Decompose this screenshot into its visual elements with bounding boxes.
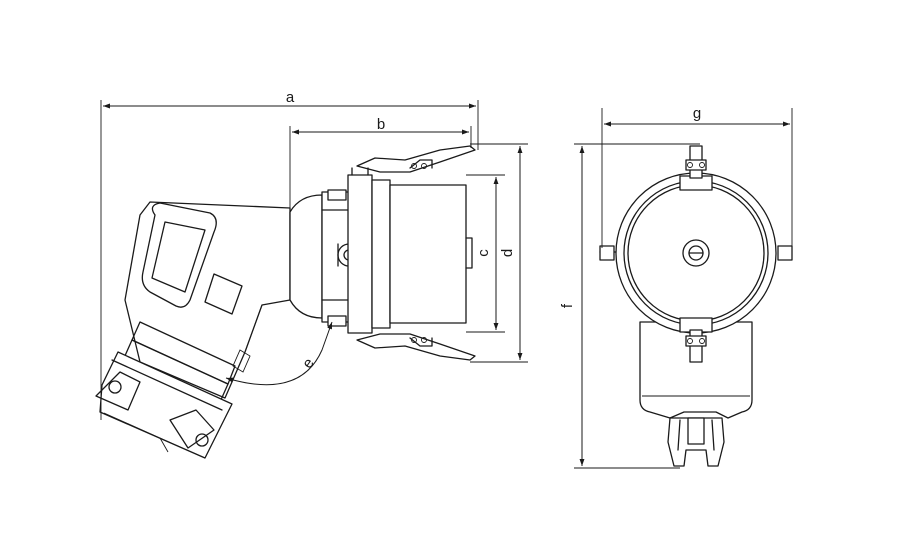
flange-nut [289,189,361,327]
front-plug-body [639,321,753,467]
dimension-label-d: d [499,249,516,257]
side-view: a b c d e [95,89,528,459]
dimension-label-e: e [299,355,318,372]
dimension-d: d [470,143,528,363]
dimension-a: a [100,89,479,420]
dimension-label-g: g [693,105,701,122]
dimension-label-f: f [559,303,576,308]
angled-plug-housing [123,201,291,403]
socket-housing [347,145,476,361]
dimension-label-b: b [377,116,385,133]
dimension-g: g [601,105,793,248]
dimension-label-c: c [475,249,492,257]
dimension-f: f [559,143,700,469]
front-view: f g [559,105,793,469]
cable-cap [95,351,233,459]
front-socket-face [599,145,793,363]
dimension-label-a: a [286,89,295,106]
dimension-c: c [466,174,505,333]
